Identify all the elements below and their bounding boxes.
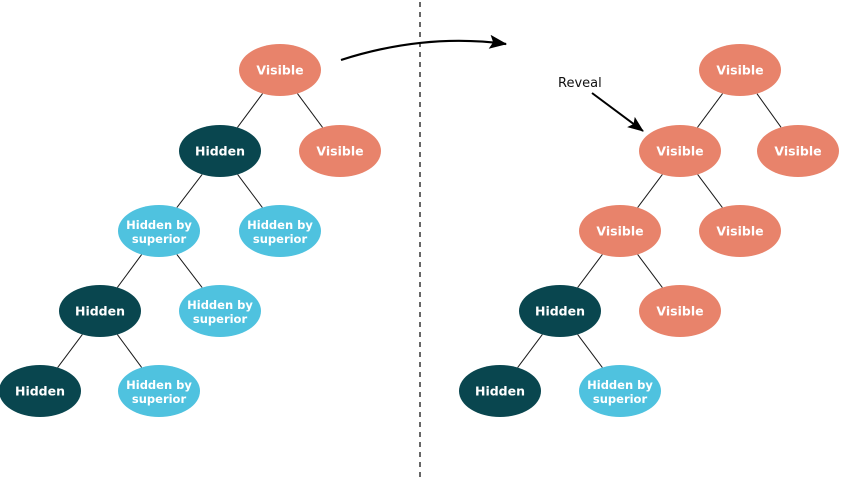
node-label: Visible — [716, 224, 763, 239]
node-label: Visible — [656, 304, 703, 319]
node-ellipse[interactable] — [699, 44, 781, 96]
tree-edge — [57, 334, 83, 368]
tree-edge — [517, 334, 543, 368]
node-label: Hidden — [475, 384, 525, 399]
tree-node-hidden[interactable]: Hidden — [519, 285, 601, 337]
tree-edge — [297, 93, 323, 128]
node-ellipse[interactable] — [459, 365, 541, 417]
transition-arrow-icon — [340, 34, 508, 62]
before-tree-edges — [57, 93, 323, 368]
tree-node-visible[interactable]: Visible — [639, 285, 721, 337]
tree-edge — [756, 93, 782, 128]
tree-edge — [116, 254, 143, 288]
tree-edge — [637, 254, 663, 288]
node-ellipse[interactable] — [579, 365, 661, 417]
tree-node-visible[interactable]: Visible — [239, 44, 321, 96]
node-label: Visible — [716, 63, 763, 78]
node-ellipse[interactable] — [239, 44, 321, 96]
tree-edge — [176, 174, 203, 208]
tree-edge — [237, 93, 263, 128]
tree-node-visible[interactable]: Visible — [299, 125, 381, 177]
tree-node-visible[interactable]: Visible — [579, 205, 661, 257]
node-label: Hidden — [535, 304, 585, 319]
node-label: Visible — [656, 144, 703, 159]
node-label: Visible — [774, 144, 821, 159]
node-ellipse[interactable] — [639, 285, 721, 337]
tree-node-visible[interactable]: Visible — [639, 125, 721, 177]
tree-edge — [116, 334, 143, 368]
node-ellipse[interactable] — [179, 125, 261, 177]
tree-edge — [577, 254, 603, 288]
tree-edge — [697, 174, 723, 208]
after-tree-edges — [517, 93, 782, 368]
node-label: Hidden — [75, 304, 125, 319]
tree-node-hidden[interactable]: Hidden — [459, 365, 541, 417]
node-ellipse[interactable] — [0, 365, 81, 417]
tree-edge — [637, 174, 663, 208]
reveal-arrow-icon — [591, 92, 644, 132]
node-ellipse[interactable] — [699, 205, 781, 257]
tree-node-hidden[interactable]: Hidden — [59, 285, 141, 337]
node-ellipse[interactable] — [639, 125, 721, 177]
node-label: Visible — [596, 224, 643, 239]
node-ellipse[interactable] — [118, 205, 200, 257]
node-ellipse[interactable] — [757, 125, 839, 177]
tree-edge — [697, 93, 723, 128]
node-ellipse[interactable] — [59, 285, 141, 337]
tree-edge — [237, 174, 263, 208]
tree-node-visible[interactable]: Visible — [699, 44, 781, 96]
node-ellipse[interactable] — [118, 365, 200, 417]
node-label: Visible — [256, 63, 303, 78]
node-ellipse[interactable] — [179, 285, 261, 337]
tree-node-visible[interactable]: Visible — [699, 205, 781, 257]
tree-node-hidden[interactable]: Hidden — [179, 125, 261, 177]
node-label: Visible — [316, 144, 363, 159]
tree-edge — [176, 254, 203, 288]
tree-node-visible[interactable]: Visible — [757, 125, 839, 177]
tree-edge — [577, 334, 603, 368]
node-label: Hidden — [195, 144, 245, 159]
reveal-label: Reveal — [558, 76, 602, 91]
node-ellipse[interactable] — [239, 205, 321, 257]
tree-node-hidden[interactable]: Hidden — [0, 365, 81, 417]
node-ellipse[interactable] — [519, 285, 601, 337]
node-label: Hidden — [15, 384, 65, 399]
node-ellipse[interactable] — [579, 205, 661, 257]
node-ellipse[interactable] — [299, 125, 381, 177]
